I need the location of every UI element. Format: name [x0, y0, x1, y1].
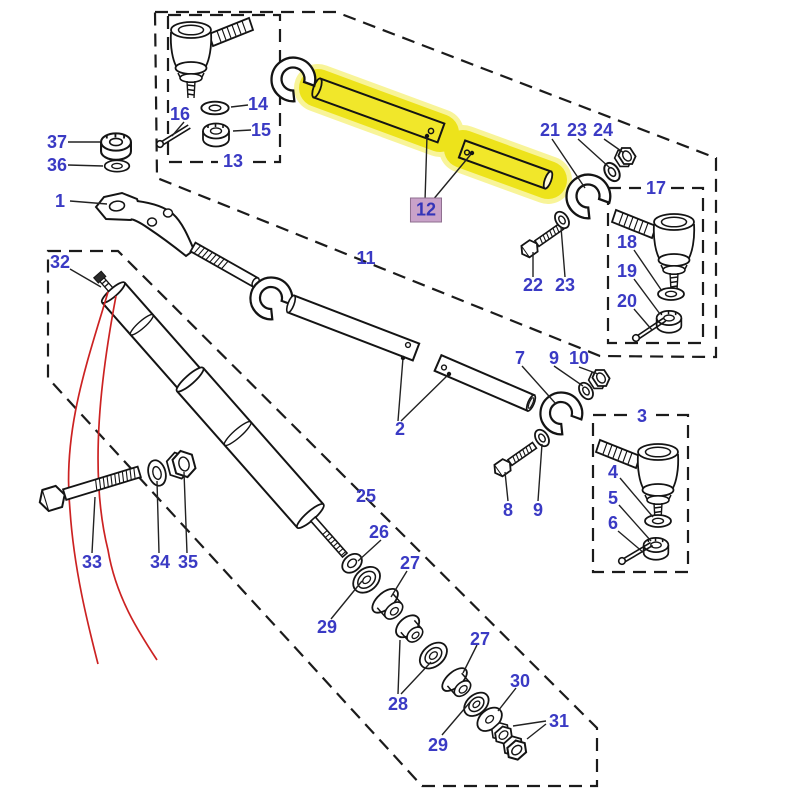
part-label-2[interactable]: 2 — [394, 419, 406, 439]
part-label-22[interactable]: 22 — [522, 275, 544, 295]
part-label-18[interactable]: 18 — [616, 232, 638, 252]
nut-37-washer-36 — [100, 132, 132, 173]
part-label-32[interactable]: 32 — [49, 252, 71, 272]
part-label-27a[interactable]: 27 — [399, 553, 421, 573]
steering-arm-drag-link — [94, 191, 537, 413]
part-label-10[interactable]: 10 — [568, 348, 590, 368]
part-label-36[interactable]: 36 — [46, 155, 68, 175]
part-label-29a[interactable]: 29 — [316, 617, 338, 637]
part-label-19[interactable]: 19 — [616, 261, 638, 281]
part-label-9b[interactable]: 9 — [532, 500, 544, 520]
reference-lines-32 — [67, 291, 158, 665]
tie-rod-12 — [311, 77, 554, 190]
steering-damper-25 — [92, 270, 528, 761]
part-label-12[interactable]: 12 — [409, 197, 443, 223]
part-label-24[interactable]: 24 — [592, 120, 614, 140]
part-label-8[interactable]: 8 — [502, 500, 514, 520]
bolt-33-group — [38, 449, 197, 513]
part-label-35[interactable]: 35 — [177, 552, 199, 572]
part-label-16[interactable]: 16 — [169, 104, 191, 124]
part-label-28[interactable]: 28 — [387, 694, 409, 714]
part-label-23b[interactable]: 23 — [554, 275, 576, 295]
part-label-15[interactable]: 15 — [250, 120, 272, 140]
part-label-37[interactable]: 37 — [46, 132, 68, 152]
part-label-11[interactable]: 11 — [356, 248, 376, 268]
part-label-20[interactable]: 20 — [616, 291, 638, 311]
part-label-21[interactable]: 21 — [539, 120, 561, 140]
clamp-7-group — [490, 365, 613, 480]
part-label-6[interactable]: 6 — [607, 513, 619, 533]
part-label-30[interactable]: 30 — [509, 671, 531, 691]
part-label-27b[interactable]: 27 — [469, 629, 491, 649]
part-label-26[interactable]: 26 — [368, 522, 390, 542]
part-label-33[interactable]: 33 — [81, 552, 103, 572]
part-label-25[interactable]: 25 — [355, 486, 377, 506]
part-label-3[interactable]: 3 — [631, 407, 653, 425]
part-label-31[interactable]: 31 — [548, 711, 570, 731]
part-label-4[interactable]: 4 — [607, 462, 619, 482]
part-label-14[interactable]: 14 — [247, 94, 269, 114]
part-label-5[interactable]: 5 — [607, 488, 619, 508]
part-label-23a[interactable]: 23 — [566, 120, 588, 140]
part-label-29b[interactable]: 29 — [427, 735, 449, 755]
part-label-17[interactable]: 17 — [640, 179, 672, 197]
leader-dots — [400, 133, 475, 377]
part-label-34[interactable]: 34 — [149, 552, 171, 572]
part-label-13[interactable]: 13 — [217, 152, 249, 170]
part-label-1[interactable]: 1 — [54, 191, 66, 211]
leader-lines — [67, 104, 663, 740]
part-label-9a[interactable]: 9 — [548, 348, 560, 368]
part-label-7[interactable]: 7 — [514, 348, 526, 368]
